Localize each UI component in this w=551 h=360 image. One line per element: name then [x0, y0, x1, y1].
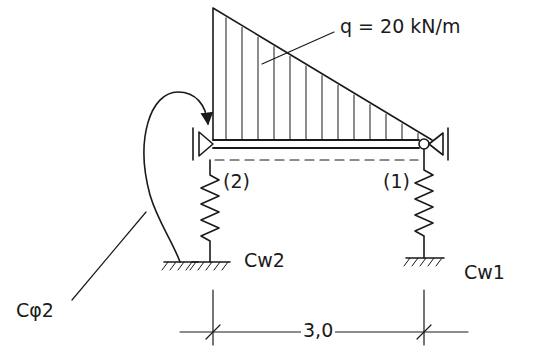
- load-label: q = 20 kN/m: [338, 16, 462, 38]
- load-hatch: [418, 134, 419, 139]
- translational-spring-right: [404, 149, 444, 266]
- spring-label: Cφ2: [14, 300, 56, 322]
- dimension-line: [180, 290, 468, 345]
- node-number: (1): [381, 171, 412, 193]
- beam: [213, 140, 419, 160]
- leader-line: [72, 212, 146, 300]
- leader-line: [262, 32, 334, 64]
- load-hatch: [386, 114, 387, 139]
- load-hatch: [354, 95, 355, 139]
- load-hatch: [402, 124, 403, 139]
- spring-label: Cw1: [462, 262, 507, 284]
- dimension-label: 3,0: [301, 320, 335, 342]
- load-hatch: [338, 85, 339, 139]
- load-hatch: [274, 47, 275, 139]
- load-hatch: [370, 105, 371, 139]
- node-number: (2): [221, 171, 252, 193]
- load-hatch: [306, 66, 307, 139]
- load-hatch: [258, 37, 259, 139]
- load-hatch: [226, 18, 227, 139]
- load-hatch: [242, 27, 243, 139]
- load-hatch: [290, 56, 291, 139]
- pin-support-left: [193, 128, 213, 160]
- rotational-spring: [144, 92, 208, 270]
- load-hatch: [322, 76, 323, 139]
- spring-label: Cw2: [242, 250, 287, 272]
